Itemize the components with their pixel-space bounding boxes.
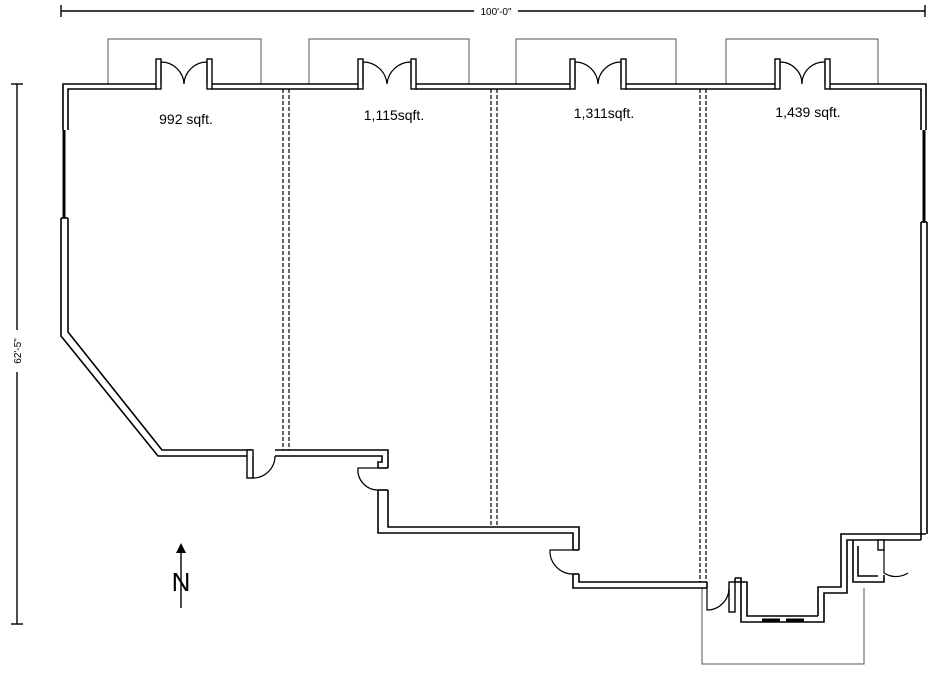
demising-walls	[282, 89, 707, 582]
utility-closet	[852, 539, 909, 583]
front-doors	[160, 61, 826, 85]
height-dimension: 62'-5"	[10, 83, 24, 625]
north-arrow-icon: N	[172, 543, 191, 608]
unit-1-area-label: 992 sqft.	[159, 111, 213, 127]
unit-3-area-label: 1,311sqft.	[574, 105, 634, 121]
unit-2-area-label: 1,115sqft.	[364, 107, 424, 123]
storefront-canopies	[107, 38, 879, 665]
width-dimension-label: 100'-0"	[480, 7, 511, 18]
height-dimension-label: 62'-5"	[13, 338, 24, 364]
width-dimension: 100'-0"	[60, 4, 926, 18]
east-wall	[920, 130, 928, 540]
north-letter: N	[172, 567, 191, 597]
north-wall	[62, 58, 927, 130]
unit-4-area-label: 1,439 sqft.	[775, 104, 840, 120]
west-wall	[60, 130, 276, 479]
south-wall	[275, 449, 926, 623]
